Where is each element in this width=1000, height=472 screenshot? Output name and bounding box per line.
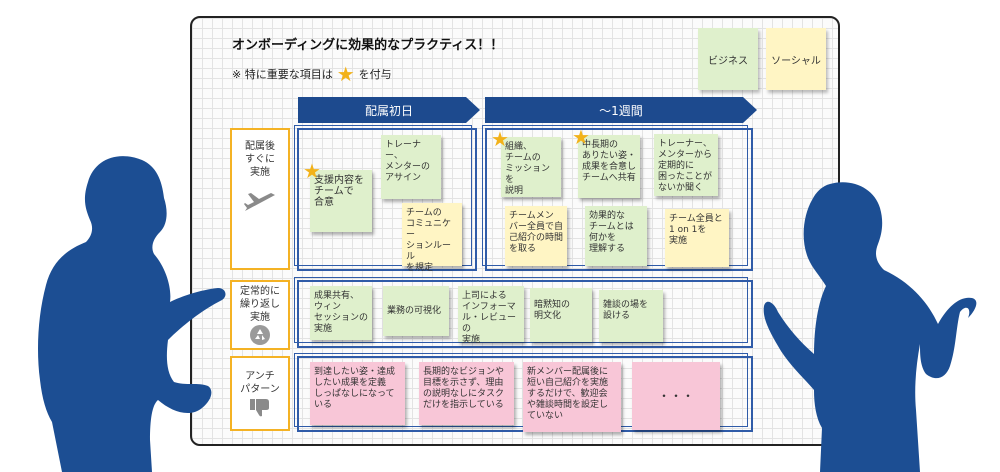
sticky-anti-welcome: 新メンバー配属後に 短い自己紹介を実施 するだけで、歓迎会 や雑談時間を設定し …	[523, 362, 621, 432]
presenter-silhouette-right	[763, 182, 977, 472]
row-label-recurring: 定常的に 繰り返し 実施	[230, 280, 290, 350]
sticky-informal-review: 上司による インフォーマ ル・レビューの 実施	[458, 286, 524, 345]
sticky-results-share: 成果共有、 ウィン セッションの 実施	[310, 286, 372, 340]
row-label-immediate: 配属後 すぐに 実施	[230, 128, 290, 270]
star-note: ※ 特に重要な項目は ★ を付与	[232, 64, 392, 84]
sticky-anti-vision: 長期的なビジョンや 目標を示さず、理由 の説明なしにタスク だけを指示している	[419, 362, 514, 425]
sticky-intro-time: チームメン バー全員で自 己紹介の時間 を取る	[505, 206, 567, 266]
star-icon: ★	[336, 62, 355, 86]
sticky-one-on-one: チーム全員と 1 on 1を 実施	[665, 209, 729, 267]
phase-first-week-label: 〜1週間	[599, 103, 643, 118]
sticky-tacit: 暗黙知の 明文化	[530, 288, 592, 342]
legend-business: ビジネス	[698, 28, 758, 90]
phase-day-one: 配属初日	[298, 97, 480, 123]
legend-social-label: ソーシャル	[771, 55, 821, 67]
star-icon: ★	[572, 125, 590, 149]
row-label-antipattern-text: アンチ パターン	[240, 371, 280, 395]
presenter-silhouette-left	[38, 156, 226, 472]
star-note-suffix: を付与	[358, 68, 392, 81]
row-label-immediate-text: 配属後 すぐに 実施	[245, 141, 275, 178]
phase-day-one-label: 配属初日	[364, 103, 413, 118]
row-label-antipattern: アンチ パターン	[230, 356, 290, 431]
sticky-anti-define: 到達したい姿・達成 したい成果を定義 しっぱなしになって いる	[310, 362, 405, 425]
sticky-effective-team: 効果的な チームとは 何かを 理解する	[585, 206, 647, 266]
legend-business-label: ビジネス	[708, 55, 748, 67]
sticky-visualize: 業務の可視化	[383, 286, 449, 336]
sticky-more: ・・・	[632, 362, 720, 430]
page-title: オンボーディングに効果的なプラクティス！！	[232, 38, 504, 53]
legend-social: ソーシャル	[766, 28, 826, 90]
sticky-mentor-assign: トレーナー、 メンターの アサイン	[381, 135, 441, 199]
star-note-prefix: ※ 特に重要な項目は	[232, 68, 333, 81]
airplane-icon	[244, 193, 275, 211]
sticky-comm-rules: チームの コミュニケー ションルール を規定	[402, 203, 462, 273]
panel-recurring	[294, 277, 753, 348]
panel-immediate-day-one	[294, 125, 477, 271]
star-icon: ★	[491, 127, 509, 151]
phase-first-week: 〜1週間	[485, 97, 757, 123]
sticky-long-term: 中長期の ありたい姿・ 成果を合意し チームへ共有	[578, 135, 640, 198]
sticky-mission: 組織、 チームの ミッションを 説明	[501, 137, 561, 197]
thumbs-down-icon	[250, 399, 269, 417]
row-label-recurring-text: 定常的に 繰り返し 実施	[240, 286, 280, 323]
recycle-icon	[250, 325, 270, 345]
sticky-ask-help: トレーナー、 メンターから 定期的に 困ったことが ないか聞く	[654, 134, 718, 196]
sticky-support: 支援内容を チームで 合意	[310, 170, 372, 232]
sticky-chat: 雑談の場を 設ける	[599, 290, 663, 342]
star-icon: ★	[303, 159, 321, 183]
